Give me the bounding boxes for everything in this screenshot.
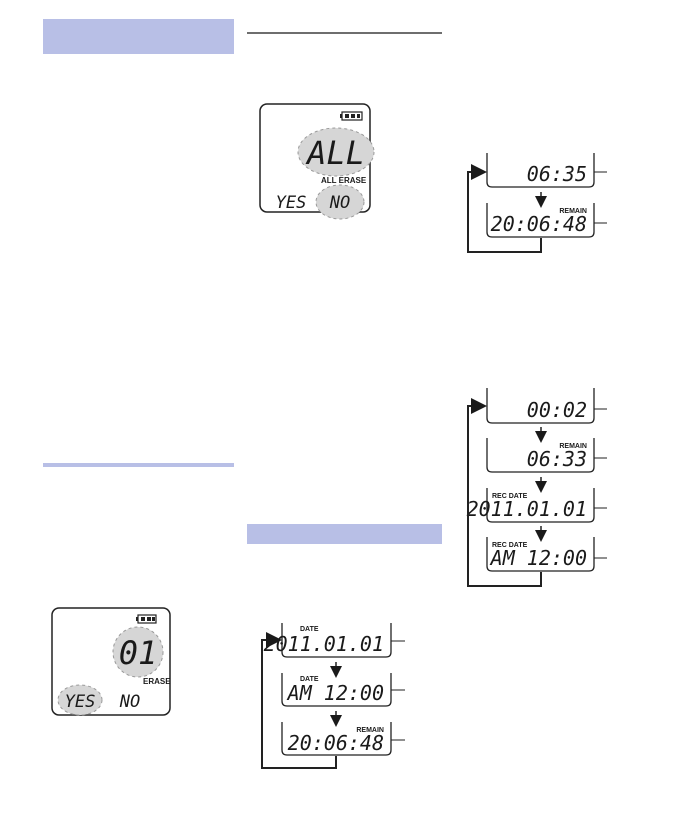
right-cycle-1: 06:35 REMAIN 20:06:48 bbox=[467, 153, 607, 253]
all-erase-main: ALL bbox=[305, 134, 365, 172]
cycle-item-label: DATE bbox=[300, 626, 319, 633]
stop-mode-cycle: DATE 2011.01.01 DATE AM 12:00 REMAIN 20:… bbox=[261, 623, 405, 769]
cycle-item-value: 00:02 bbox=[527, 398, 587, 422]
section-header-bar-left-bottom bbox=[43, 463, 234, 467]
section-header-bar-middle bbox=[247, 524, 442, 544]
erase-no-option: NO bbox=[119, 692, 140, 712]
cycle-item-label: REMAIN bbox=[356, 727, 384, 734]
cycle-item-value: AM 12:00 bbox=[286, 681, 384, 705]
cycle-item-value: 20:06:48 bbox=[288, 731, 384, 755]
cycle-item-label: REC DATE bbox=[492, 542, 528, 549]
battery-icon bbox=[340, 111, 363, 121]
erase-display: 01 ERASE YES NO bbox=[51, 607, 171, 716]
all-erase-label: ALL ERASE bbox=[321, 176, 367, 185]
battery-icon bbox=[136, 614, 157, 624]
cycle-item-value: 06:35 bbox=[527, 162, 587, 186]
erase-yes-option: YES bbox=[65, 692, 96, 712]
all-erase-yes-option: YES bbox=[276, 193, 307, 213]
right-cycle-2: 00:02 REMAIN 06:33 REC DATE 2011.01.01 R… bbox=[467, 388, 607, 587]
section-header-bar-left-top bbox=[43, 19, 234, 54]
cycle-item-value: 2011.01.01 bbox=[467, 497, 587, 521]
cycle-item-value: 20:06:48 bbox=[491, 212, 587, 236]
cycle-item-value: 06:33 bbox=[527, 447, 587, 471]
cycle-item-label: DATE bbox=[300, 676, 319, 683]
cycle-item-label: REMAIN bbox=[559, 443, 587, 450]
cycle-item-label: REC DATE bbox=[492, 493, 528, 500]
erase-track-number: 01 bbox=[119, 634, 158, 672]
all-erase-no-option: NO bbox=[329, 193, 350, 213]
all-erase-display: ALL ALL ERASE YES NO bbox=[259, 103, 375, 220]
section-rule-middle-top bbox=[247, 32, 442, 34]
cycle-item-label: REMAIN bbox=[559, 208, 587, 215]
cycle-item-value: AM 12:00 bbox=[489, 546, 587, 570]
erase-label: ERASE bbox=[143, 677, 171, 686]
cycle-item-value: 2011.01.01 bbox=[264, 632, 384, 656]
